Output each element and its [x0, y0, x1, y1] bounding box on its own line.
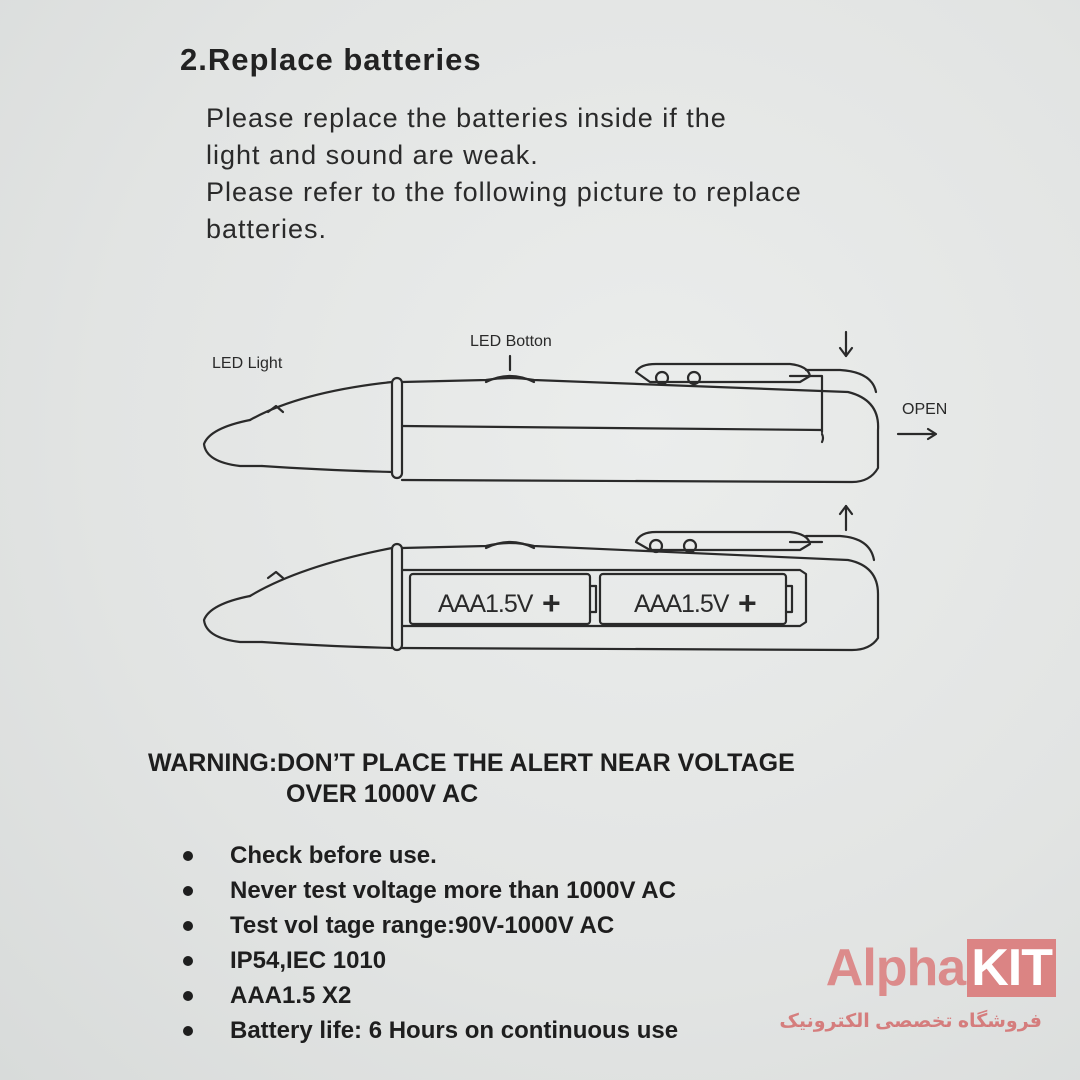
battery-1-plus: +: [542, 585, 561, 621]
list-item: Test vol tage range:90V-1000V AC: [178, 908, 678, 943]
intro-line-3: Please refer to the following picture to…: [206, 177, 802, 207]
tester-pen-open: [202, 530, 880, 652]
warning-text: WARNING:DON’T PLACE THE ALERT NEAR VOLTA…: [148, 748, 795, 810]
battery-replacement-diagram: LED Light LED Botton OPEN AAA1.5V + AAA1…: [202, 330, 947, 652]
battery-2-plus: +: [738, 585, 757, 621]
battery-1-label: AAA1.5V: [438, 590, 534, 618]
open-label: OPEN: [902, 401, 947, 418]
list-item: Check before use.: [178, 838, 678, 873]
led-light-label: LED Light: [212, 355, 283, 372]
watermark-brand-kit: KIT: [967, 939, 1056, 997]
list-item: IP54,IEC 1010: [178, 943, 678, 978]
intro-line-4: batteries.: [206, 214, 328, 244]
intro-line-2: light and sound are weak.: [206, 140, 539, 170]
tester-pen-closed: [202, 362, 880, 484]
list-item: AAA1.5 X2: [178, 978, 678, 1013]
warning-line-2: OVER 1000V AC: [286, 780, 479, 808]
list-item: Never test voltage more than 1000V AC: [178, 873, 678, 908]
watermark-tagline: فروشگاه تخصصی الکترونیک: [779, 1011, 1042, 1032]
section-heading: 2.Replace batteries: [180, 42, 482, 77]
warning-line-1: WARNING:DON’T PLACE THE ALERT NEAR VOLTA…: [148, 749, 795, 777]
intro-line-1: Please replace the batteries inside if t…: [206, 103, 727, 133]
intro-text: Please replace the batteries inside if t…: [206, 100, 866, 248]
led-button-label: LED Botton: [470, 333, 552, 350]
battery-2-label: AAA1.5V: [634, 590, 730, 618]
watermark-brand-alpha: Alpha: [825, 939, 966, 997]
spec-list: Check before use. Never test voltage mor…: [178, 838, 678, 1048]
list-item: Battery life: 6 Hours on continuous use: [178, 1013, 678, 1048]
